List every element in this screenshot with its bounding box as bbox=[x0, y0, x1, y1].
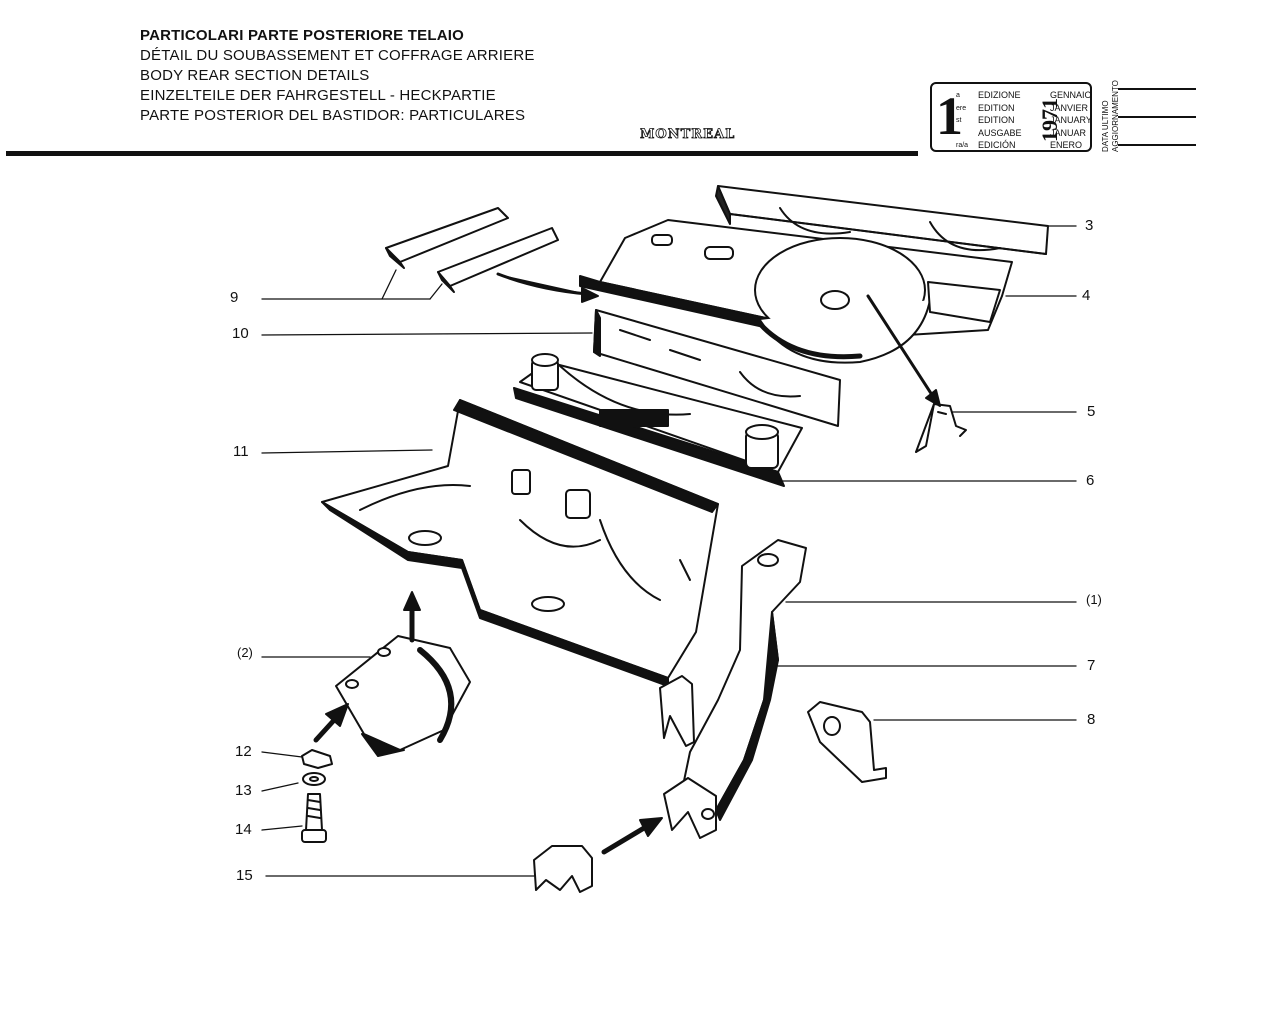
header-rule bbox=[6, 151, 918, 156]
title-spanish: PARTE POSTERIOR DEL BASTIDOR: PARTICULAR… bbox=[140, 107, 526, 124]
update-label-line: DATA ULTIMO bbox=[1101, 100, 1110, 152]
part-9-rails bbox=[385, 207, 559, 293]
part-8-bracket bbox=[807, 701, 887, 783]
part-3-rear-panel bbox=[715, 185, 1049, 255]
update-line bbox=[1118, 116, 1196, 118]
callout-7: 7 bbox=[1087, 657, 1096, 674]
edition-labels: EDIZIONE EDITION EDITION AUSGABE EDICIÓN bbox=[978, 89, 1022, 152]
edition-suffix: ere bbox=[956, 104, 967, 112]
edition-month: JANUARY bbox=[1050, 115, 1092, 125]
callout-15: 15 bbox=[236, 867, 253, 884]
callout-3: 3 bbox=[1085, 217, 1094, 234]
callout-10: 10 bbox=[232, 325, 249, 342]
callout-1: (1) bbox=[1086, 592, 1102, 607]
edition-month: JANVIER bbox=[1050, 102, 1089, 113]
edition-suffix: st bbox=[956, 117, 962, 124]
part-15-mount bbox=[533, 845, 593, 893]
part-1-7-side-member bbox=[659, 539, 807, 839]
part-5-bracket bbox=[915, 403, 967, 453]
edition-label: AUSGABE bbox=[978, 127, 1022, 138]
leader-lines bbox=[261, 225, 1077, 877]
callout-14: 14 bbox=[235, 821, 252, 838]
edition-suffix: a bbox=[956, 92, 960, 99]
title-italian: PARTICOLARI PARTE POSTERIORE TELAIO bbox=[140, 27, 464, 44]
callout-4: 4 bbox=[1082, 287, 1091, 304]
update-line bbox=[1118, 144, 1196, 146]
part-2-shroud bbox=[335, 635, 471, 757]
callout-2: (2) bbox=[237, 645, 253, 660]
edition-label: EDITION bbox=[978, 115, 1015, 125]
part-10-cross-panel bbox=[593, 309, 841, 427]
title-german: EINZELTEILE DER FAHRGESTELL - HECKPARTIE bbox=[140, 87, 496, 104]
update-line bbox=[1118, 88, 1196, 90]
title-english: BODY REAR SECTION DETAILS bbox=[140, 67, 370, 84]
callout-9: 9 bbox=[230, 289, 239, 306]
edition-label: EDIZIONE bbox=[978, 90, 1021, 100]
edition-box: 1 a ere st · ra/a EDIZIONE EDITION EDITI… bbox=[930, 82, 1092, 152]
edition-suffix: · bbox=[956, 129, 959, 137]
edition-month: ENERO bbox=[1050, 140, 1083, 150]
edition-suffixes: a ere st · ra/a bbox=[956, 90, 968, 153]
assembly-arrows bbox=[313, 272, 941, 855]
edition-label: EDITION bbox=[978, 102, 1015, 113]
edition-suffix: ra/a bbox=[956, 142, 969, 149]
callout-8: 8 bbox=[1087, 711, 1096, 728]
callout-11: 11 bbox=[233, 443, 249, 460]
callout-13: 13 bbox=[235, 782, 252, 799]
edition-months: GENNAIO JANVIER JANUARY JANUAR ENERO bbox=[1050, 89, 1092, 152]
callout-5: 5 bbox=[1087, 403, 1096, 420]
part-14-bolt bbox=[301, 793, 327, 843]
part-6-cross-member bbox=[513, 353, 803, 487]
model-logo: MONTREAL bbox=[640, 127, 736, 143]
edition-number: 1 bbox=[936, 86, 963, 146]
edition-month: GENNAIO bbox=[1050, 90, 1092, 100]
edition-label: EDICIÓN bbox=[978, 140, 1016, 150]
callout-6: 6 bbox=[1086, 472, 1095, 489]
edition-month: JANUAR bbox=[1050, 127, 1087, 138]
page-titles: PARTICOLARI PARTE POSTERIORE TELAIO DÉTA… bbox=[140, 26, 535, 126]
callout-12: 12 bbox=[235, 743, 252, 760]
part-12-clip bbox=[301, 749, 333, 769]
part-13-washer bbox=[302, 772, 326, 786]
title-french: DÉTAIL DU SOUBASSEMENT ET COFFRAGE ARRIE… bbox=[140, 47, 535, 64]
part-11-rear-floor-pan bbox=[321, 399, 719, 687]
